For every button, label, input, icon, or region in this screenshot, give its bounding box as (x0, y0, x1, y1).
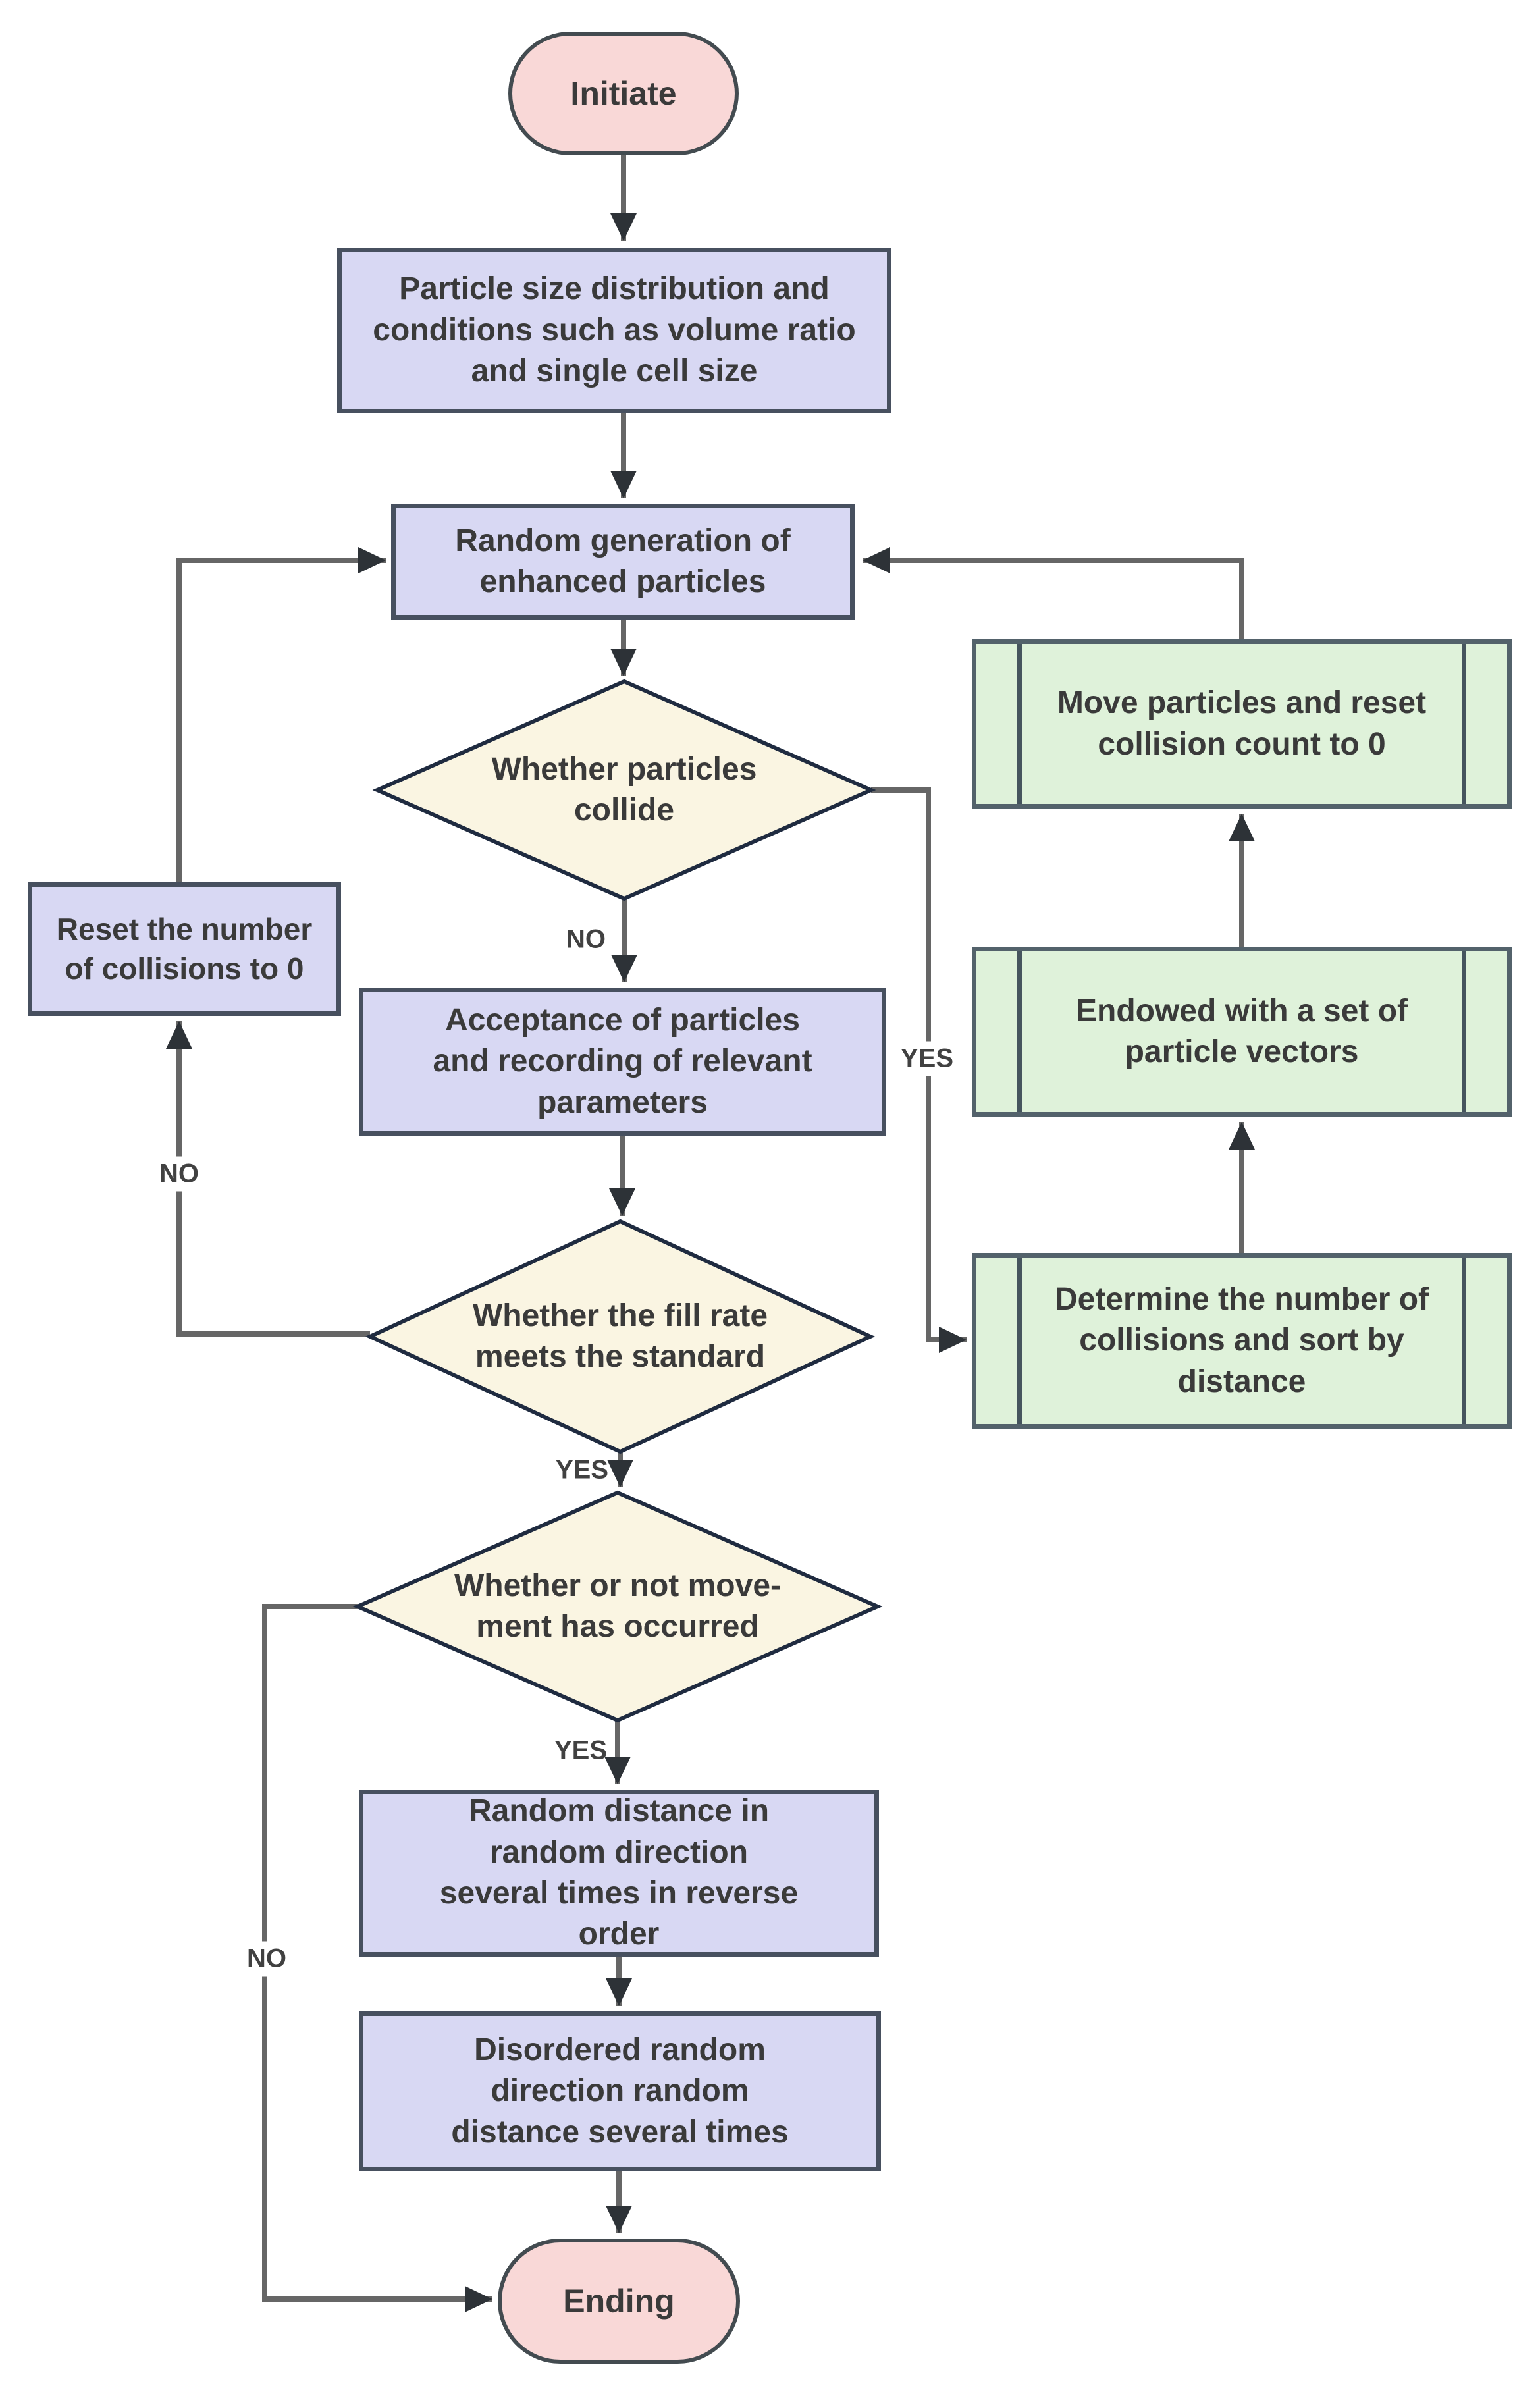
node-label: Endowed with a set of particle vectors (1075, 993, 1408, 1069)
node-fill-rate-meets-standard: Whether the fill rate meets the standard (472, 1298, 768, 1374)
node-endowed-particle-vectors: Endowed with a set of particle vectors (972, 947, 1512, 1117)
edge-fillrate-no-to-reset (166, 1021, 370, 1337)
predefined-process-bar (1017, 951, 1022, 1112)
node-label: Move particles and reset collision count… (1057, 685, 1427, 762)
edge-label-movement-yes: YES (554, 1736, 608, 1765)
edge-label-fill-yes: YES (555, 1455, 609, 1485)
node-movement-occurred: Whether or not move-ment has occurred (454, 1568, 781, 1644)
predefined-process-bar (1017, 644, 1022, 804)
diamond-movement-occurred (352, 1490, 883, 1723)
node-acceptance-of-particles: Acceptance of particles and recording of… (359, 988, 886, 1136)
node-initiate: Initiate (508, 32, 739, 155)
predefined-process-bar (1462, 644, 1466, 804)
edge-label-movement-no: NO (243, 1941, 290, 1977)
node-disordered-random: Disordered random direction random dista… (359, 2011, 881, 2171)
node-move-particles-reset-count: Move particles and reset collision count… (972, 639, 1512, 809)
predefined-process-bar (1462, 1258, 1466, 1424)
predefined-process-bar (1462, 951, 1466, 1112)
node-label: Determine the number of collisions and s… (1054, 1281, 1429, 1399)
node-whether-particles-collide: Whether particles collide (491, 751, 757, 828)
predefined-process-bar (1017, 1258, 1022, 1424)
edge-reset-to-randomgen (176, 547, 386, 882)
edge-label-collide-no: NO (566, 924, 606, 954)
node-ending: Ending (498, 2239, 740, 2364)
edge-label-collide-yes: YES (896, 1041, 958, 1076)
node-random-distance-reverse: Random distance in random direction seve… (359, 1790, 879, 1957)
edge-moveparticles-to-randomgen (863, 547, 1244, 639)
node-random-generation: Random generation of enhanced particles (391, 504, 855, 620)
edge-label-fill-no: NO (155, 1156, 203, 1192)
node-particle-size-conditions: Particle size distribution and condition… (337, 248, 891, 413)
node-reset-collisions: Reset the number of collisions to 0 (28, 882, 341, 1016)
node-determine-collisions-sort: Determine the number of collisions and s… (972, 1253, 1512, 1429)
diamond-fill-rate-meets-standard (365, 1219, 876, 1454)
diamond-whether-particles-collide (372, 679, 876, 901)
